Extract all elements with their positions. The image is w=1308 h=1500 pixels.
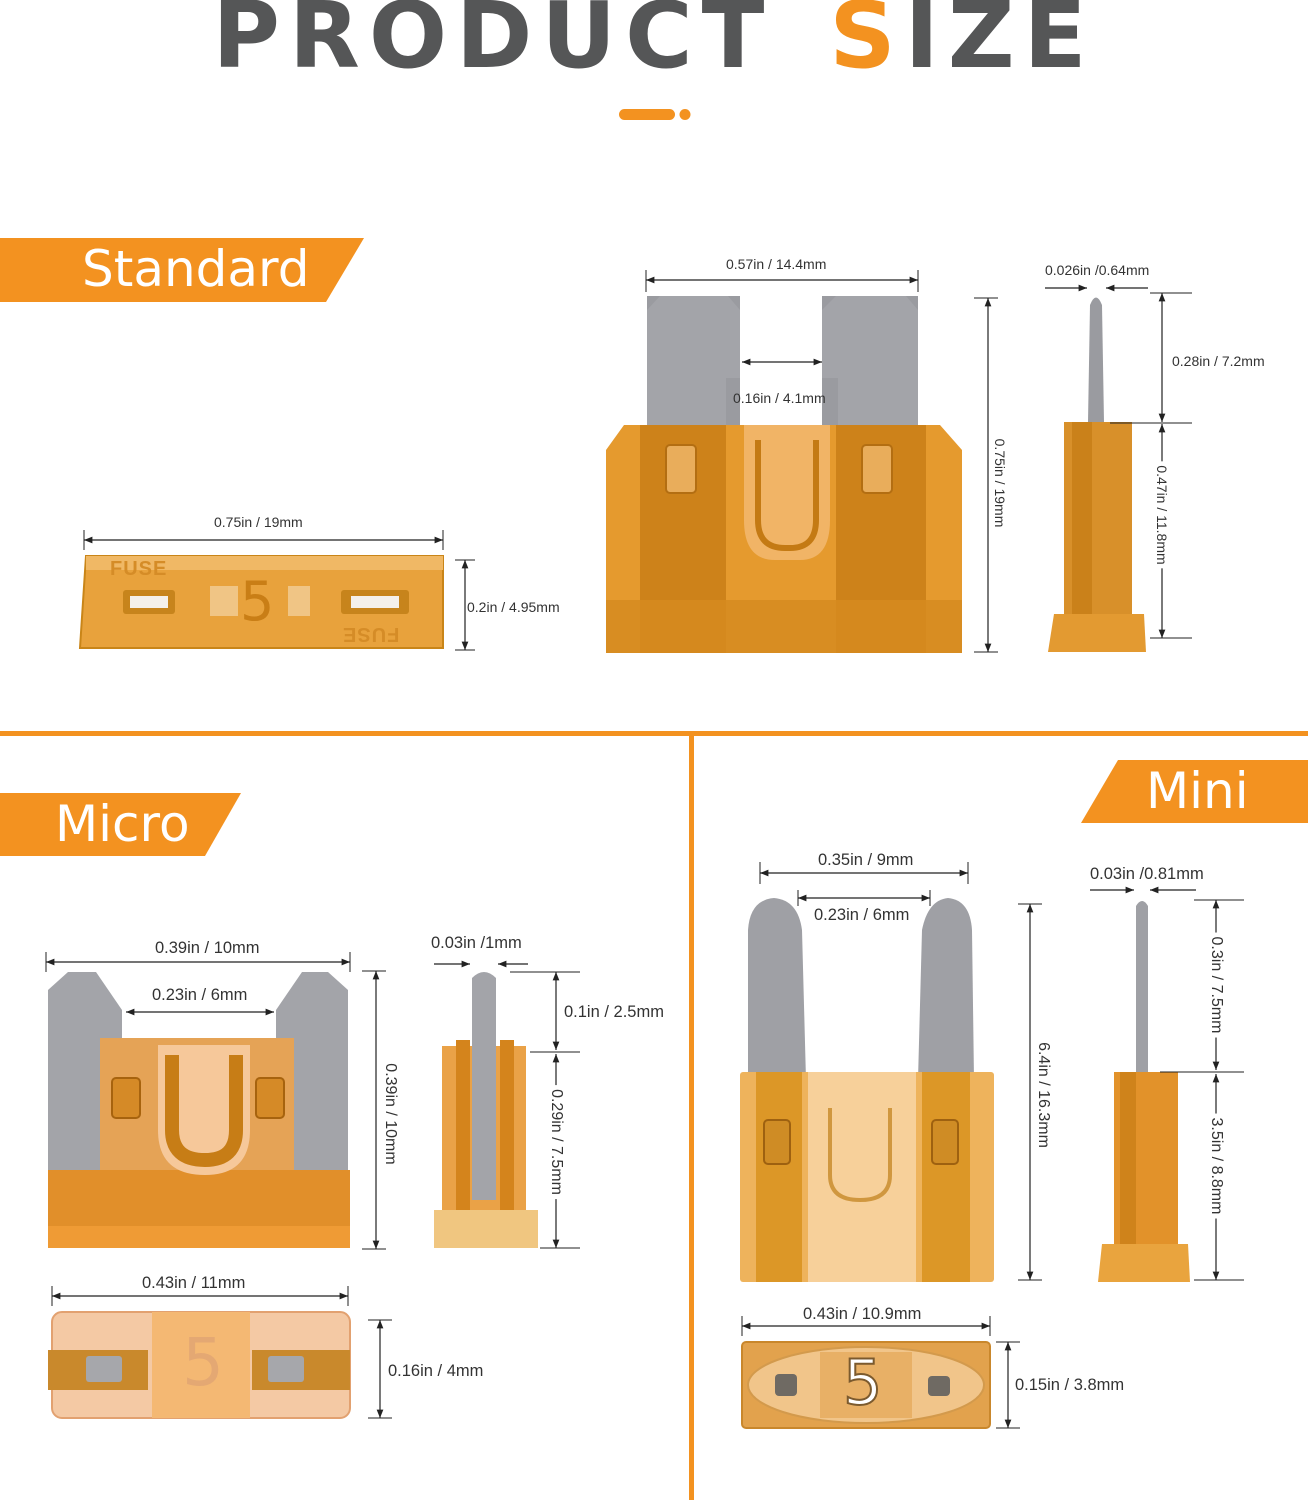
micro-side-view [434,972,538,1248]
micro-side-body-label: 0.29in / 7.5mm [547,1085,565,1199]
micro-label: Micro [55,795,190,853]
standard-side-thickness-label: 0.026in /0.64mm [1045,262,1150,278]
mini-side-view [1098,901,1190,1282]
micro-front-gap-label: 0.23in / 6mm [152,986,248,1004]
standard-top-width-label: 0.75in / 19mm [214,514,303,530]
micro-side-blade-label: 0.1in / 2.5mm [564,1003,664,1021]
micro-top-width-label: 0.43in / 11mm [142,1274,246,1292]
mini-front-view [740,898,994,1282]
mini-front-height-label: 6.4in / 16.3mm [1034,1038,1052,1152]
micro-front-view [48,972,350,1248]
banner-mini [1081,760,1308,823]
standard-side-blade-label: 0.28in / 7.2mm [1172,353,1265,369]
title-part-ize: IZE [904,0,1096,89]
standard-top-rating: 5 [240,570,275,633]
mini-front-gap-label: 0.23in / 6mm [814,906,910,924]
title-part-product: PRODUCT [212,0,774,89]
mini-top-view [741,1341,991,1429]
standard-front-width-label: 0.57in / 14.4mm [726,256,827,272]
micro-side-thickness-label: 0.03in /1mm [431,934,522,952]
mini-top-rating: 5 [842,1345,883,1420]
mini-side-thickness-label: 0.03in /0.81mm [1090,865,1204,883]
standard-top-view [78,555,444,649]
standard-side-body-label: 0.47in / 11.8mm [1154,461,1170,569]
micro-top-height-label: 0.16in / 4mm [388,1362,484,1380]
standard-label: Standard [82,240,310,298]
micro-front-width-label: 0.39in / 10mm [155,939,260,957]
mini-front-width-label: 0.35in / 9mm [818,851,914,869]
micro-top-view [48,1311,351,1419]
micro-front-height-label: 0.39in / 10mm [381,1059,399,1169]
title-accent-letter: S [829,0,905,89]
mini-label: Mini [1146,762,1249,820]
divider-horizontal [0,731,1308,736]
page-title: PRODUCT SIZE [0,0,1308,89]
banner-micro [0,793,241,856]
mini-top-height-label: 0.15in / 3.8mm [1015,1376,1125,1394]
title-underline-accent [619,109,691,120]
standard-top-height-label: 0.2in / 4.95mm [467,599,560,615]
mini-side-blade-label: 0.3in / 7.5mm [1207,932,1225,1038]
mini-side-body-label: 3.5in / 8.8mm [1207,1113,1225,1219]
standard-top-fuse-text: FUSE [110,558,168,580]
standard-top-fuse-text-flipped: FUSE [342,623,400,645]
standard-front-height-label: 0.75in / 19mm [992,434,1008,532]
standard-side-view [1048,297,1146,652]
standard-front-gap-label: 0.16in / 4.1mm [733,390,826,406]
mini-top-width-label: 0.43in / 10.9mm [803,1305,922,1323]
standard-front-view [606,296,962,653]
divider-vertical [689,736,694,1500]
micro-top-rating: 5 [182,1324,224,1401]
banner-standard [0,238,364,302]
